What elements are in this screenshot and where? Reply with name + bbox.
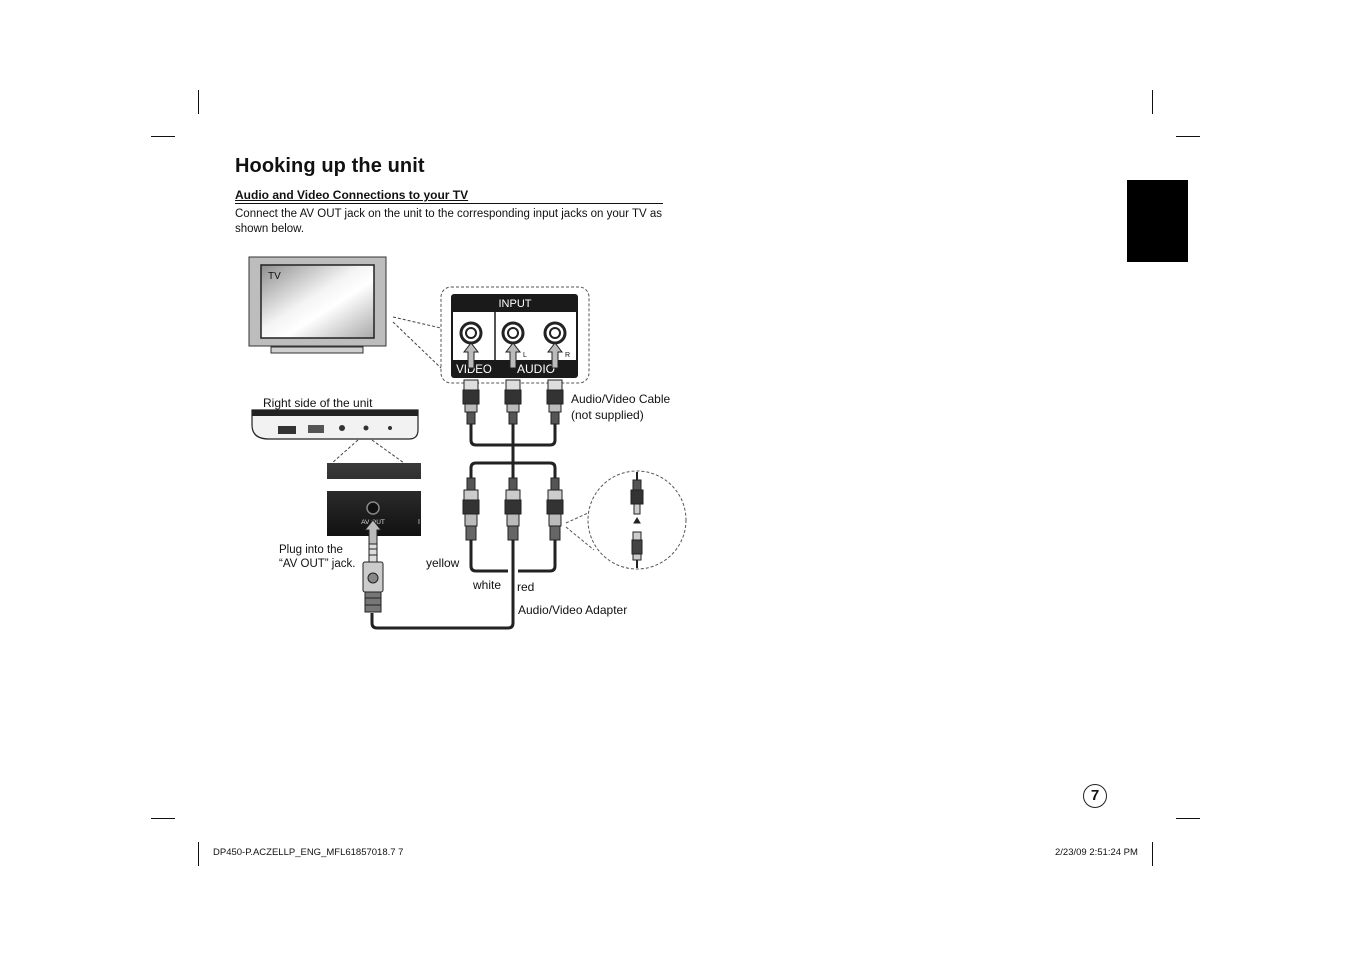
av-cable-note: (not supplied) bbox=[571, 408, 644, 422]
av-cable-label: Audio/Video Cable bbox=[571, 392, 671, 406]
language-tab bbox=[1127, 180, 1188, 262]
white-plug-label: white bbox=[472, 578, 501, 592]
svg-text:I: I bbox=[418, 519, 420, 526]
page-title: Hooking up the unit bbox=[235, 155, 425, 177]
tv-label: TV bbox=[268, 271, 281, 282]
tv-illustration: TV bbox=[248, 256, 387, 354]
av-cable-plugs bbox=[462, 379, 564, 425]
unit-side-view bbox=[251, 409, 419, 464]
av-out-plug bbox=[362, 519, 384, 613]
left-channel-label: L bbox=[523, 352, 527, 359]
crop-mark bbox=[1176, 818, 1200, 819]
crop-mark bbox=[198, 842, 199, 866]
crop-mark bbox=[1152, 842, 1153, 866]
footer-timestamp: 2/23/09 2:51:24 PM bbox=[1055, 847, 1138, 858]
right-channel-label: R bbox=[565, 352, 570, 359]
plug-instruction-line2: “AV OUT” jack. bbox=[279, 558, 355, 570]
adapter-label: Audio/Video Adapter bbox=[518, 603, 627, 617]
audio-label: AUDIO bbox=[517, 362, 555, 376]
section-heading: Audio and Video Connections to your TV bbox=[235, 188, 663, 204]
right-side-label: Right side of the unit bbox=[263, 396, 373, 410]
crop-mark bbox=[198, 90, 199, 114]
crop-mark bbox=[1176, 136, 1200, 137]
input-label: INPUT bbox=[499, 298, 532, 310]
crop-mark bbox=[151, 818, 175, 819]
plug-detail-callout bbox=[565, 470, 687, 570]
page-number: 7 bbox=[1083, 784, 1107, 808]
crop-mark bbox=[151, 136, 175, 137]
yellow-plug-label: yellow bbox=[426, 556, 460, 570]
plug-instruction-line1: Plug into the bbox=[279, 544, 343, 556]
footer-file-info: DP450-P.ACZELLP_ENG_MFL61857018.7 7 bbox=[213, 847, 404, 858]
crop-mark bbox=[1152, 90, 1153, 114]
video-label: VIDEO bbox=[456, 364, 492, 376]
adapter-plugs bbox=[462, 477, 564, 541]
red-plug-label: red bbox=[517, 580, 534, 594]
tv-input-panel: INPUT VIDEO AUDIO L R bbox=[440, 286, 590, 384]
intro-text: Connect the AV OUT jack on the unit to t… bbox=[235, 208, 663, 235]
